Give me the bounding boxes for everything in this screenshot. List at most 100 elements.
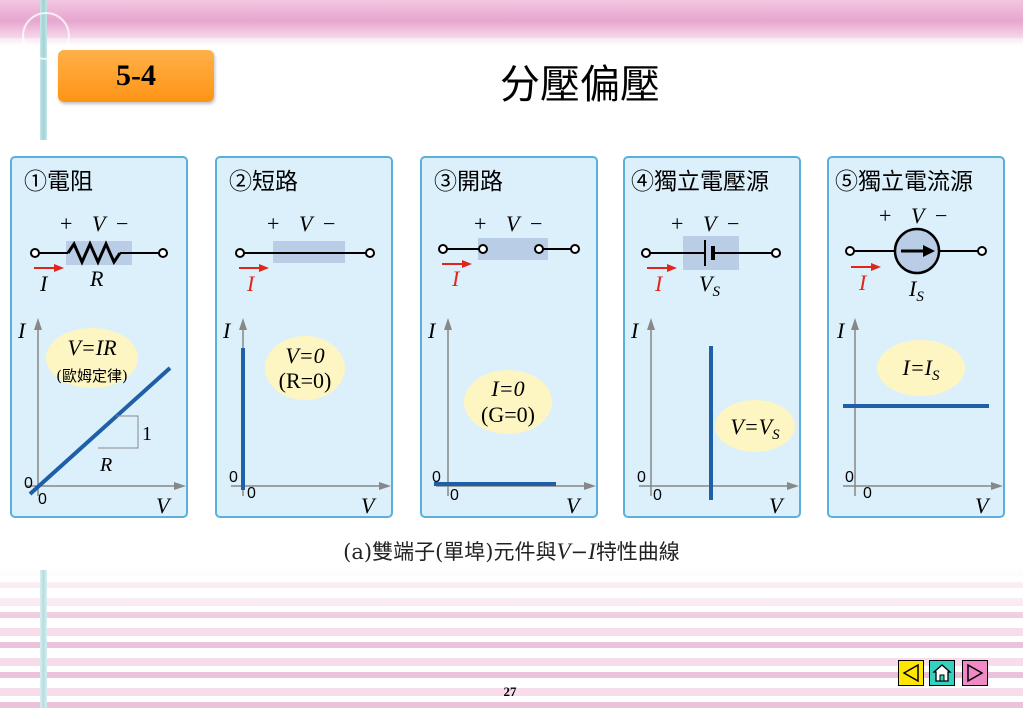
- voltage-source-diagram: + V − I VS I V 0 0 V=VS: [630, 211, 799, 518]
- equation-text: I=0: [490, 376, 524, 401]
- current-label: I: [39, 271, 49, 296]
- origin-y-label: 0: [845, 469, 854, 486]
- iv-line: [28, 366, 172, 496]
- panel-open-circuit: ③開路 + V − I I V 0 0 I=0 (G=0): [420, 156, 598, 518]
- terminal-right: [158, 248, 168, 258]
- x-axis-label: V: [975, 493, 991, 518]
- current-arrowhead: [54, 264, 64, 272]
- open-contact-right: [534, 244, 544, 254]
- y-axis-label: I: [222, 318, 232, 343]
- plus-sign: +: [474, 211, 486, 236]
- voltage-label: V: [299, 211, 315, 236]
- current-arrowhead: [259, 264, 269, 272]
- equation-note: (G=0): [481, 402, 535, 427]
- terminal-left: [438, 244, 448, 254]
- left-decor-bar-bottom: [40, 570, 47, 708]
- panel-title: ②短路: [229, 169, 298, 195]
- triangle-right-icon: [967, 663, 984, 683]
- y-axis-label: I: [836, 318, 846, 343]
- x-axis-label: V: [156, 493, 172, 518]
- origin-x-label: 0: [450, 487, 459, 504]
- y-axis-label: I: [427, 318, 437, 343]
- slope-run-label: R: [99, 454, 112, 476]
- terminal-left: [641, 248, 651, 258]
- equation-text: V=IR: [67, 335, 117, 360]
- origin-y-label: 0: [229, 469, 238, 486]
- caption-var-i: I: [588, 539, 596, 564]
- x-axis-arrow: [584, 482, 596, 490]
- minus-sign: −: [935, 203, 947, 228]
- panel-current-source: ⑤獨立電流源 + V − I IS I V 0 0 I=IS: [827, 156, 1005, 518]
- component-highlight: [478, 238, 548, 260]
- origin-x-label: 0: [653, 487, 662, 504]
- x-axis-arrow: [379, 482, 391, 490]
- plus-sign: +: [60, 211, 72, 236]
- voltage-label: V: [506, 211, 522, 236]
- terminal-right: [771, 248, 781, 258]
- equation-text: I=IS: [902, 355, 941, 384]
- decor-circle: [22, 12, 70, 60]
- caption-var-v: V: [556, 539, 571, 564]
- short-circuit-diagram: + V − I I V 0 0 V=0 (R=0): [222, 211, 391, 518]
- y-axis-label: I: [630, 318, 640, 343]
- prev-slide-button[interactable]: [898, 660, 924, 686]
- caption-prefix: (a)雙端子(單埠)元件與: [343, 540, 557, 564]
- current-label: I: [858, 270, 868, 295]
- equation-bubble: [464, 370, 552, 434]
- open-circuit-diagram: + V − I I V 0 0 I=0 (G=0): [427, 211, 596, 518]
- current-label: I: [654, 271, 664, 296]
- y-axis-arrow: [647, 318, 655, 330]
- resistor-diagram: + V − I R I V 0 0 1 R V=IR (歐姆定律): [17, 211, 186, 518]
- current-arrowhead: [462, 260, 472, 268]
- y-axis-arrow: [851, 318, 859, 330]
- origin-y-label: 0: [24, 475, 33, 492]
- equation-bubble: [265, 336, 345, 400]
- x-axis-arrow: [991, 482, 1003, 490]
- origin-x-label: 0: [247, 485, 256, 502]
- home-button[interactable]: [929, 660, 955, 686]
- plus-sign: +: [267, 211, 279, 236]
- equation-note: (R=0): [279, 368, 332, 393]
- origin-y-label: 0: [432, 469, 441, 486]
- next-slide-button[interactable]: [962, 660, 988, 686]
- page-number: 27: [503, 684, 517, 699]
- x-axis-label: V: [361, 493, 377, 518]
- plus-sign: +: [879, 203, 891, 228]
- voltage-label: V: [911, 203, 927, 228]
- home-icon: [932, 664, 952, 682]
- terminal-right: [977, 246, 987, 256]
- panel-voltage-source: ④獨立電壓源 + V − I VS I V 0 0 V=VS: [623, 156, 801, 518]
- source-label: VS: [699, 271, 720, 300]
- current-source-diagram: + V − I IS I V 0 0 I=IS: [836, 203, 1003, 518]
- top-decor-fade: [0, 38, 1023, 46]
- source-label: IS: [908, 276, 924, 305]
- panel-title: ①電阻: [24, 169, 93, 195]
- equation-bubble: [46, 328, 138, 388]
- y-axis-label: I: [17, 318, 27, 343]
- source-arrowhead: [923, 245, 935, 257]
- panel-title: ⑤獨立電流源: [835, 169, 973, 195]
- voltage-label: V: [92, 211, 108, 236]
- current-label: I: [451, 266, 461, 291]
- terminal-left: [845, 246, 855, 256]
- top-decor-band: [0, 0, 1023, 38]
- panel-short-circuit: ②短路 + V − I I V 0 0 V=0 (R=0): [215, 156, 393, 518]
- origin-x-label: 0: [863, 485, 872, 502]
- origin-x-label: 0: [38, 491, 47, 508]
- panel-resistor: ①電阻 + V − I R I V 0 0 1 R V=IR (歐姆定律): [10, 156, 188, 518]
- y-axis-arrow: [239, 318, 247, 330]
- equation-bubble: [877, 340, 965, 396]
- bottom-decor-fade: [0, 568, 1023, 628]
- terminal-right: [365, 248, 375, 258]
- current-arrowhead: [667, 264, 677, 272]
- y-axis-arrow: [34, 318, 42, 330]
- resistor-zigzag: [66, 240, 122, 266]
- section-number: 5-4: [116, 59, 156, 92]
- x-axis-arrow: [787, 482, 799, 490]
- section-badge: 5-4: [58, 50, 214, 102]
- equation-text: V=0: [285, 343, 324, 368]
- equation-text: V=VS: [730, 414, 780, 443]
- caption-dash: −: [570, 540, 589, 564]
- y-axis-arrow: [444, 318, 452, 330]
- x-axis-label: V: [769, 493, 785, 518]
